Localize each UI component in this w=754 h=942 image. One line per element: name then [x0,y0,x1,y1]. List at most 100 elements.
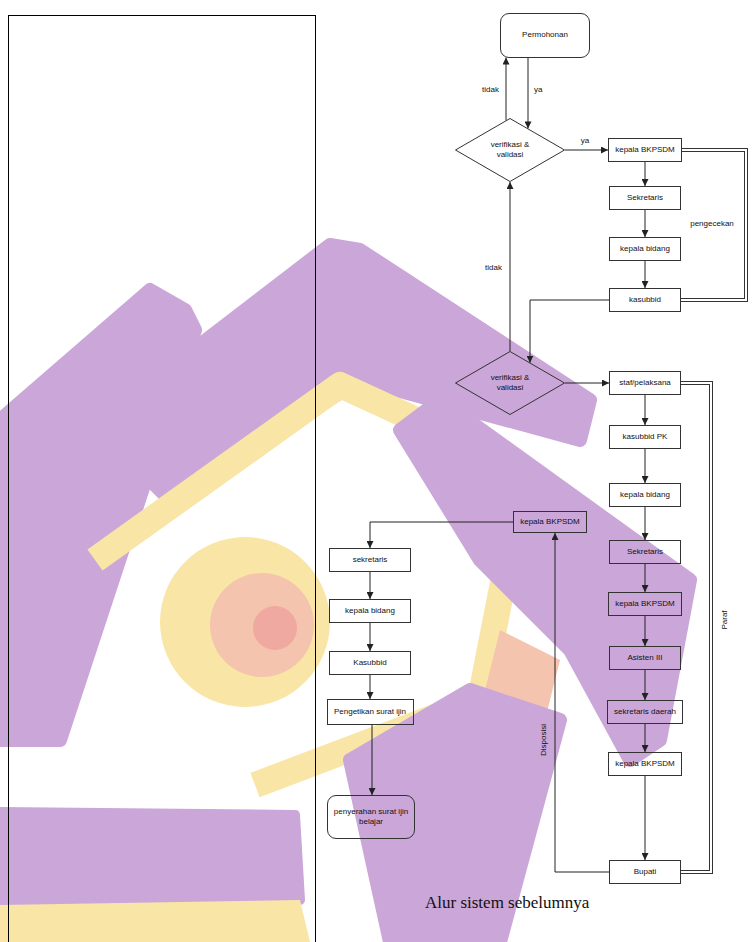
node-text: verifikasi & validasi [485,140,535,159]
connector-line [372,725,373,795]
flow-connector [370,572,371,599]
decision-diamond: verifikasi & validasi [455,351,565,415]
process-box: kepala bidang [609,483,681,507]
node-text: sekretaris [353,555,388,565]
flow-connector [372,725,373,795]
process-box: Bupati [609,860,681,884]
caption-text: Alur sistem sebelumnya [425,893,589,913]
node-text: Asisten III [627,653,662,663]
node-text: kepala BKPSDM [615,145,675,155]
diamond-shape [456,352,565,415]
flow-connector [528,58,529,129]
node-text: Permohonan [522,30,568,40]
process-box: kepala bidang [329,599,411,623]
watermark-circle [253,606,297,650]
connector-line [565,383,609,384]
edge-label: ya [533,86,543,95]
connector-line [645,395,646,425]
node-text: kepala bidang [620,490,670,500]
edge-label: tidak [481,86,500,95]
connector-line [645,670,646,700]
connector-line [645,449,646,483]
process-box: kasubbid [609,288,681,312]
node-text: kasubbid PK [623,432,668,442]
connector-line [681,150,746,300]
watermark-arm [0,812,300,905]
process-box: Kasubbid [329,651,411,675]
node-text: sekretaris daerah [614,707,676,717]
watermark-circle [160,537,330,707]
flow-connector [370,675,371,699]
edge-label: pengecekan [689,220,735,229]
connector-line [528,58,529,129]
decision-diamond: verifikasi & validasi [455,118,565,182]
process-box: kepala BKPSDM [608,592,682,616]
connector-line [645,776,646,860]
flow-connector [645,776,646,860]
process-box: kepala BKPSDM [608,138,682,162]
node-text: kepala BKPSDM [520,517,580,527]
flow-connector [565,150,608,151]
connector-line [645,162,646,186]
edge-label: ya [580,137,590,146]
connector-line [645,261,646,288]
node-text: staf/pelaksana [619,378,671,388]
edge-label: tidak [484,264,503,273]
process-box: sekretaris daerah [607,700,683,724]
process-box: staf/pelaksana [609,371,681,395]
connector-line [565,150,608,151]
node-text: Sekretaris [627,193,663,203]
flow-connector [645,724,646,752]
flow-connector [645,449,646,483]
connector-line [555,533,609,872]
connector-line [370,675,371,699]
connector-line [510,182,511,351]
flow-connector [645,210,646,237]
node-text: Kasubbid [353,658,386,668]
node-text: kasubbid [629,295,661,305]
process-box: kasubbid PK [609,425,681,449]
diamond-shape [456,119,565,182]
node-text: Bupati [634,867,657,877]
node-text: kepala bidang [345,606,395,616]
connector-line [645,507,646,540]
text-holder: verifikasi & validasi [485,373,535,392]
flow-connector [645,261,646,288]
connector-line [370,623,371,651]
process-box: Pengetikan surat ijin [327,699,414,725]
connector-line [506,58,507,121]
flow-connector [510,182,511,351]
flow-connector [506,58,507,121]
flow-connector [370,623,371,651]
double-line-inner [681,150,746,300]
process-box: Asisten III [609,646,681,670]
edge-label: Disposisi [540,723,549,757]
frame-column [9,16,316,942]
flow-connector [681,150,746,300]
connector-line [645,564,646,592]
flow-connector [370,522,513,548]
flow-connector [555,533,609,872]
flow-connector [645,564,646,592]
double-line-outer [681,383,711,872]
edge-label: Paraf [721,609,730,630]
process-box: kepala BKPSDM [513,511,587,533]
process-box: sekretaris [329,548,411,572]
process-box: kepala bidang [609,237,681,261]
node-text: Pengetikan surat ijin [334,707,406,717]
process-box: Sekretaris [609,540,681,564]
double-line-outer [681,150,746,300]
terminal-box: Permohonan [500,13,590,58]
node-text: kepala BKPSDM [615,759,675,769]
text-holder: verifikasi & validasi [485,140,535,159]
connector-line [645,724,646,752]
watermark-circle [210,573,314,677]
node-text: kepala bidang [620,244,670,254]
flow-connector [645,162,646,186]
node-text: kepala BKPSDM [615,599,675,609]
flow-connector [645,616,646,646]
